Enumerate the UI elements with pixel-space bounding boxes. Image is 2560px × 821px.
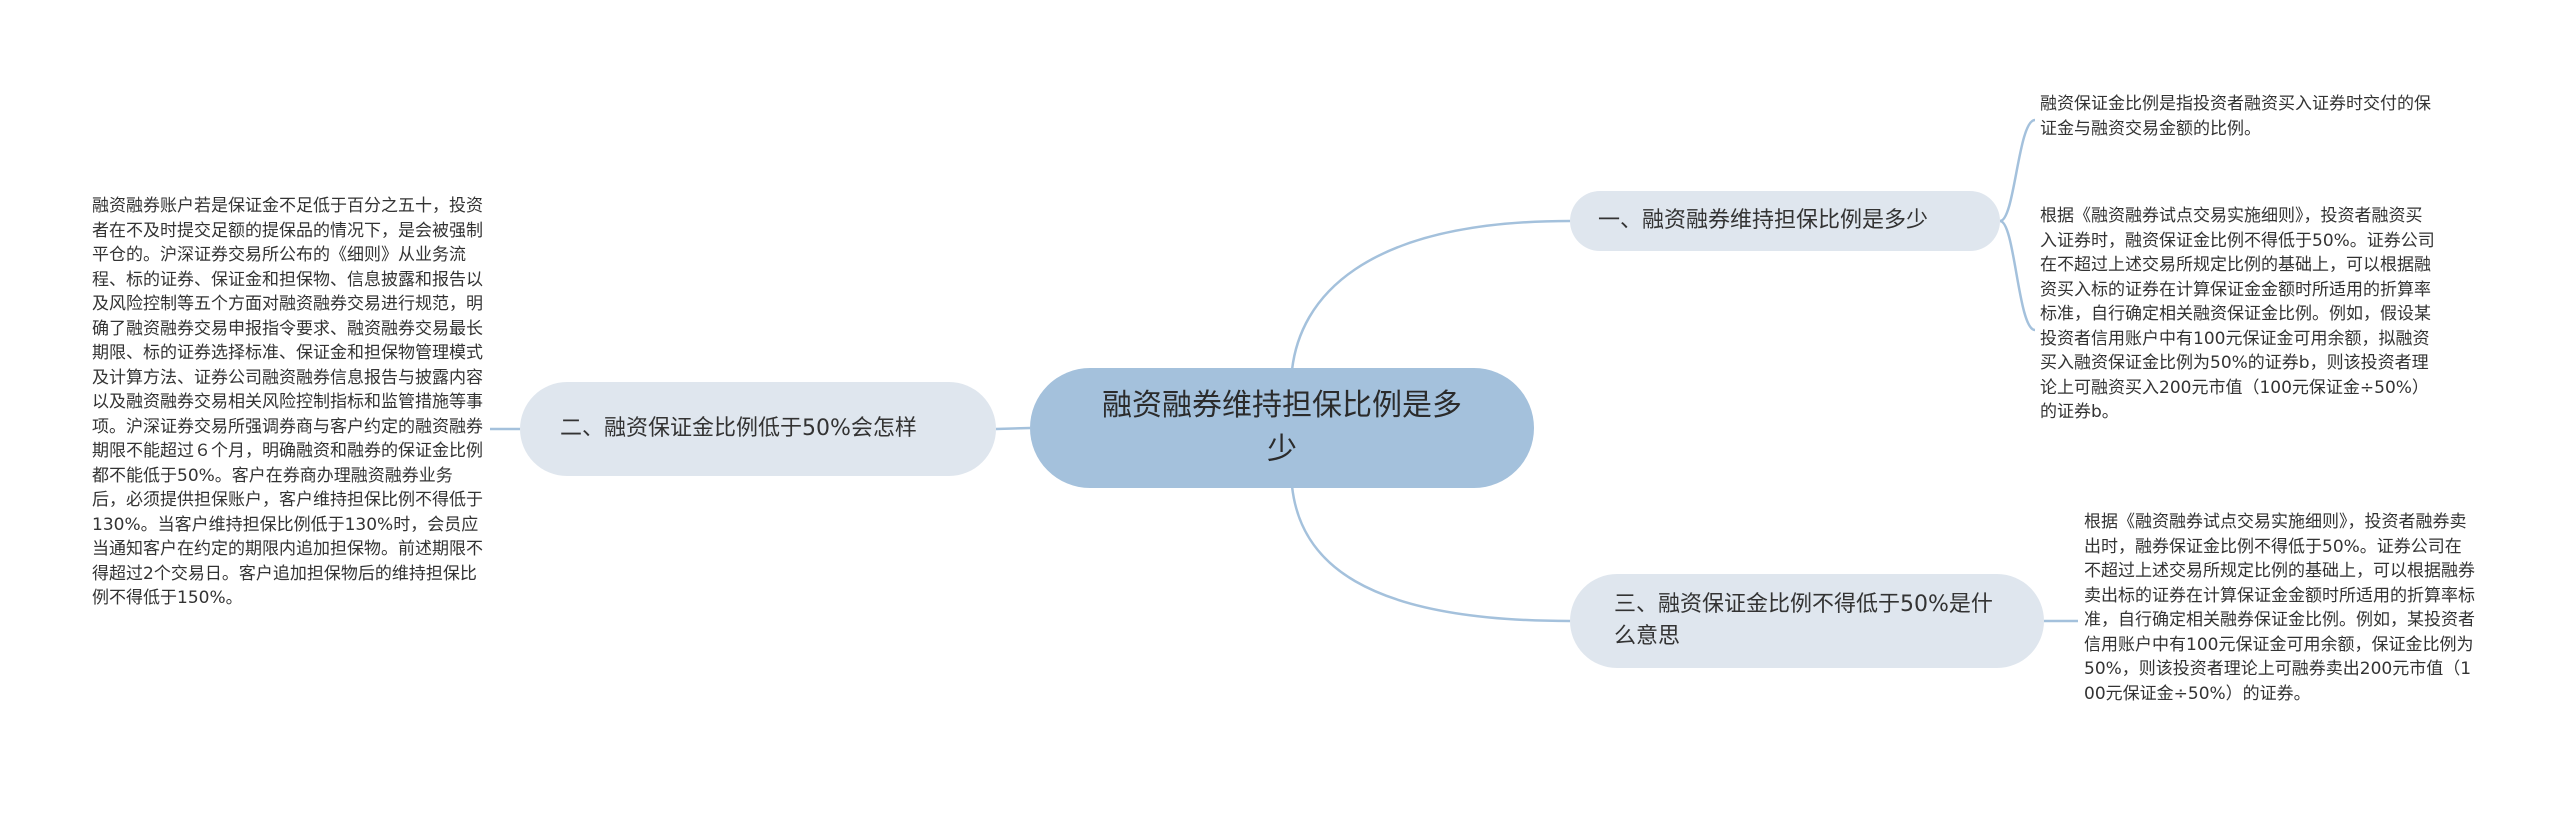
leaf-topic-1b[interactable]: 根据《融资融券试点交易实施细则》，投资者融资买入证券时，融资保证金比例不得低于5…: [2040, 206, 2435, 422]
connector-branch-1-leaf-1b: [1999, 219, 2036, 332]
branch-topic-1-label: 一、融资融券维持担保比例是多少: [1598, 208, 1929, 233]
branch-topic-2[interactable]: 二、融资保证金比例低于50%会怎样: [520, 382, 996, 476]
leaf-topic-3[interactable]: 根据《融资融券试点交易实施细则》，投资者融券卖出时，融券保证金比例不得低于50%…: [2084, 512, 2475, 704]
connector-central-branch-2: [995, 426, 1031, 431]
branch-topic-1[interactable]: 一、融资融券维持担保比例是多少: [1570, 191, 2000, 251]
connector-central-branch-1: [1290, 219, 1571, 371]
branch-topic-3[interactable]: 三、融资保证金比例不得低于50%是什么意思: [1570, 574, 2044, 668]
branch-topic-2-label: 二、融资保证金比例低于50%会怎样: [560, 416, 917, 441]
connector-branch-1-leaf-1a: [1999, 118, 2036, 223]
leaf-topic-1a[interactable]: 融资保证金比例是指投资者融资买入证券时交付的保证金与融资交易金额的比例。: [2040, 94, 2431, 139]
branch-topic-3-label: 三、融资保证金比例不得低于50%是什么意思: [1614, 592, 1993, 649]
central-topic-label: 融资融券维持担保比例是多少: [1102, 388, 1462, 467]
central-topic[interactable]: 融资融券维持担保比例是多少: [1030, 368, 1534, 488]
connector-central-branch-3: [1290, 485, 1571, 623]
leaf-topic-2[interactable]: 融资融券账户若是保证金不足低于百分之五十，投资者在不及时提交足额的提保品的情况下…: [92, 196, 483, 608]
